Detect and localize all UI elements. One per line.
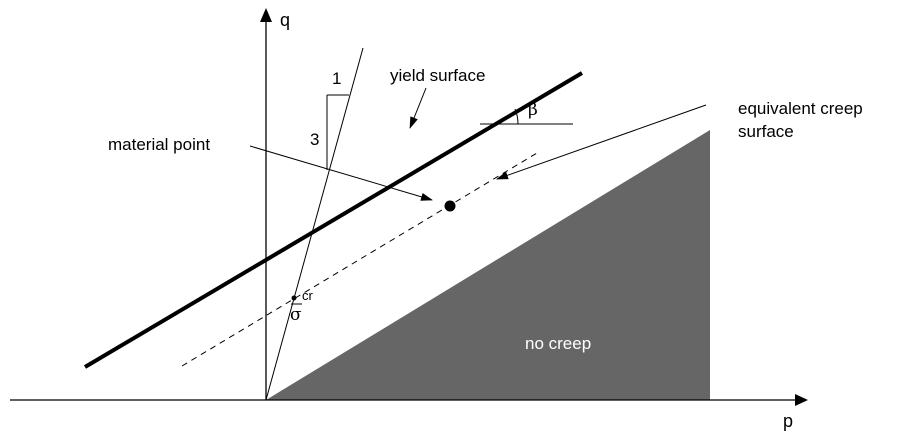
yield-surface-label: yield surface <box>390 66 485 85</box>
material-point-label: material point <box>108 135 210 154</box>
slope-rise-label: 3 <box>310 130 319 149</box>
yield-surface-arrow <box>409 87 427 129</box>
creep-surface-arrow <box>496 104 707 180</box>
material-point-arrow <box>249 145 433 201</box>
equivalent-creep-surface-label-line2: surface <box>738 122 794 141</box>
sigma-cr-label: σ <box>290 305 302 325</box>
sigma-cr-superscript: cr <box>302 288 314 303</box>
p-axis-arrow <box>795 394 808 406</box>
sigma-cr-point <box>291 295 297 301</box>
p-axis-label: p <box>783 411 793 431</box>
no-creep-region <box>266 130 710 400</box>
beta-arc <box>514 108 519 125</box>
q-axis-label: q <box>280 10 290 30</box>
yield-surface-line <box>83 71 584 369</box>
equivalent-creep-surface-line <box>181 152 538 367</box>
no-creep-label: no creep <box>525 334 591 353</box>
slope-line <box>265 47 364 401</box>
equivalent-creep-surface-label-line1: equivalent creep <box>738 99 863 118</box>
material-point-dot <box>444 200 456 212</box>
q-axis-arrow <box>260 8 272 22</box>
beta-label: β <box>528 100 538 120</box>
slope-run-label: 1 <box>332 69 341 88</box>
